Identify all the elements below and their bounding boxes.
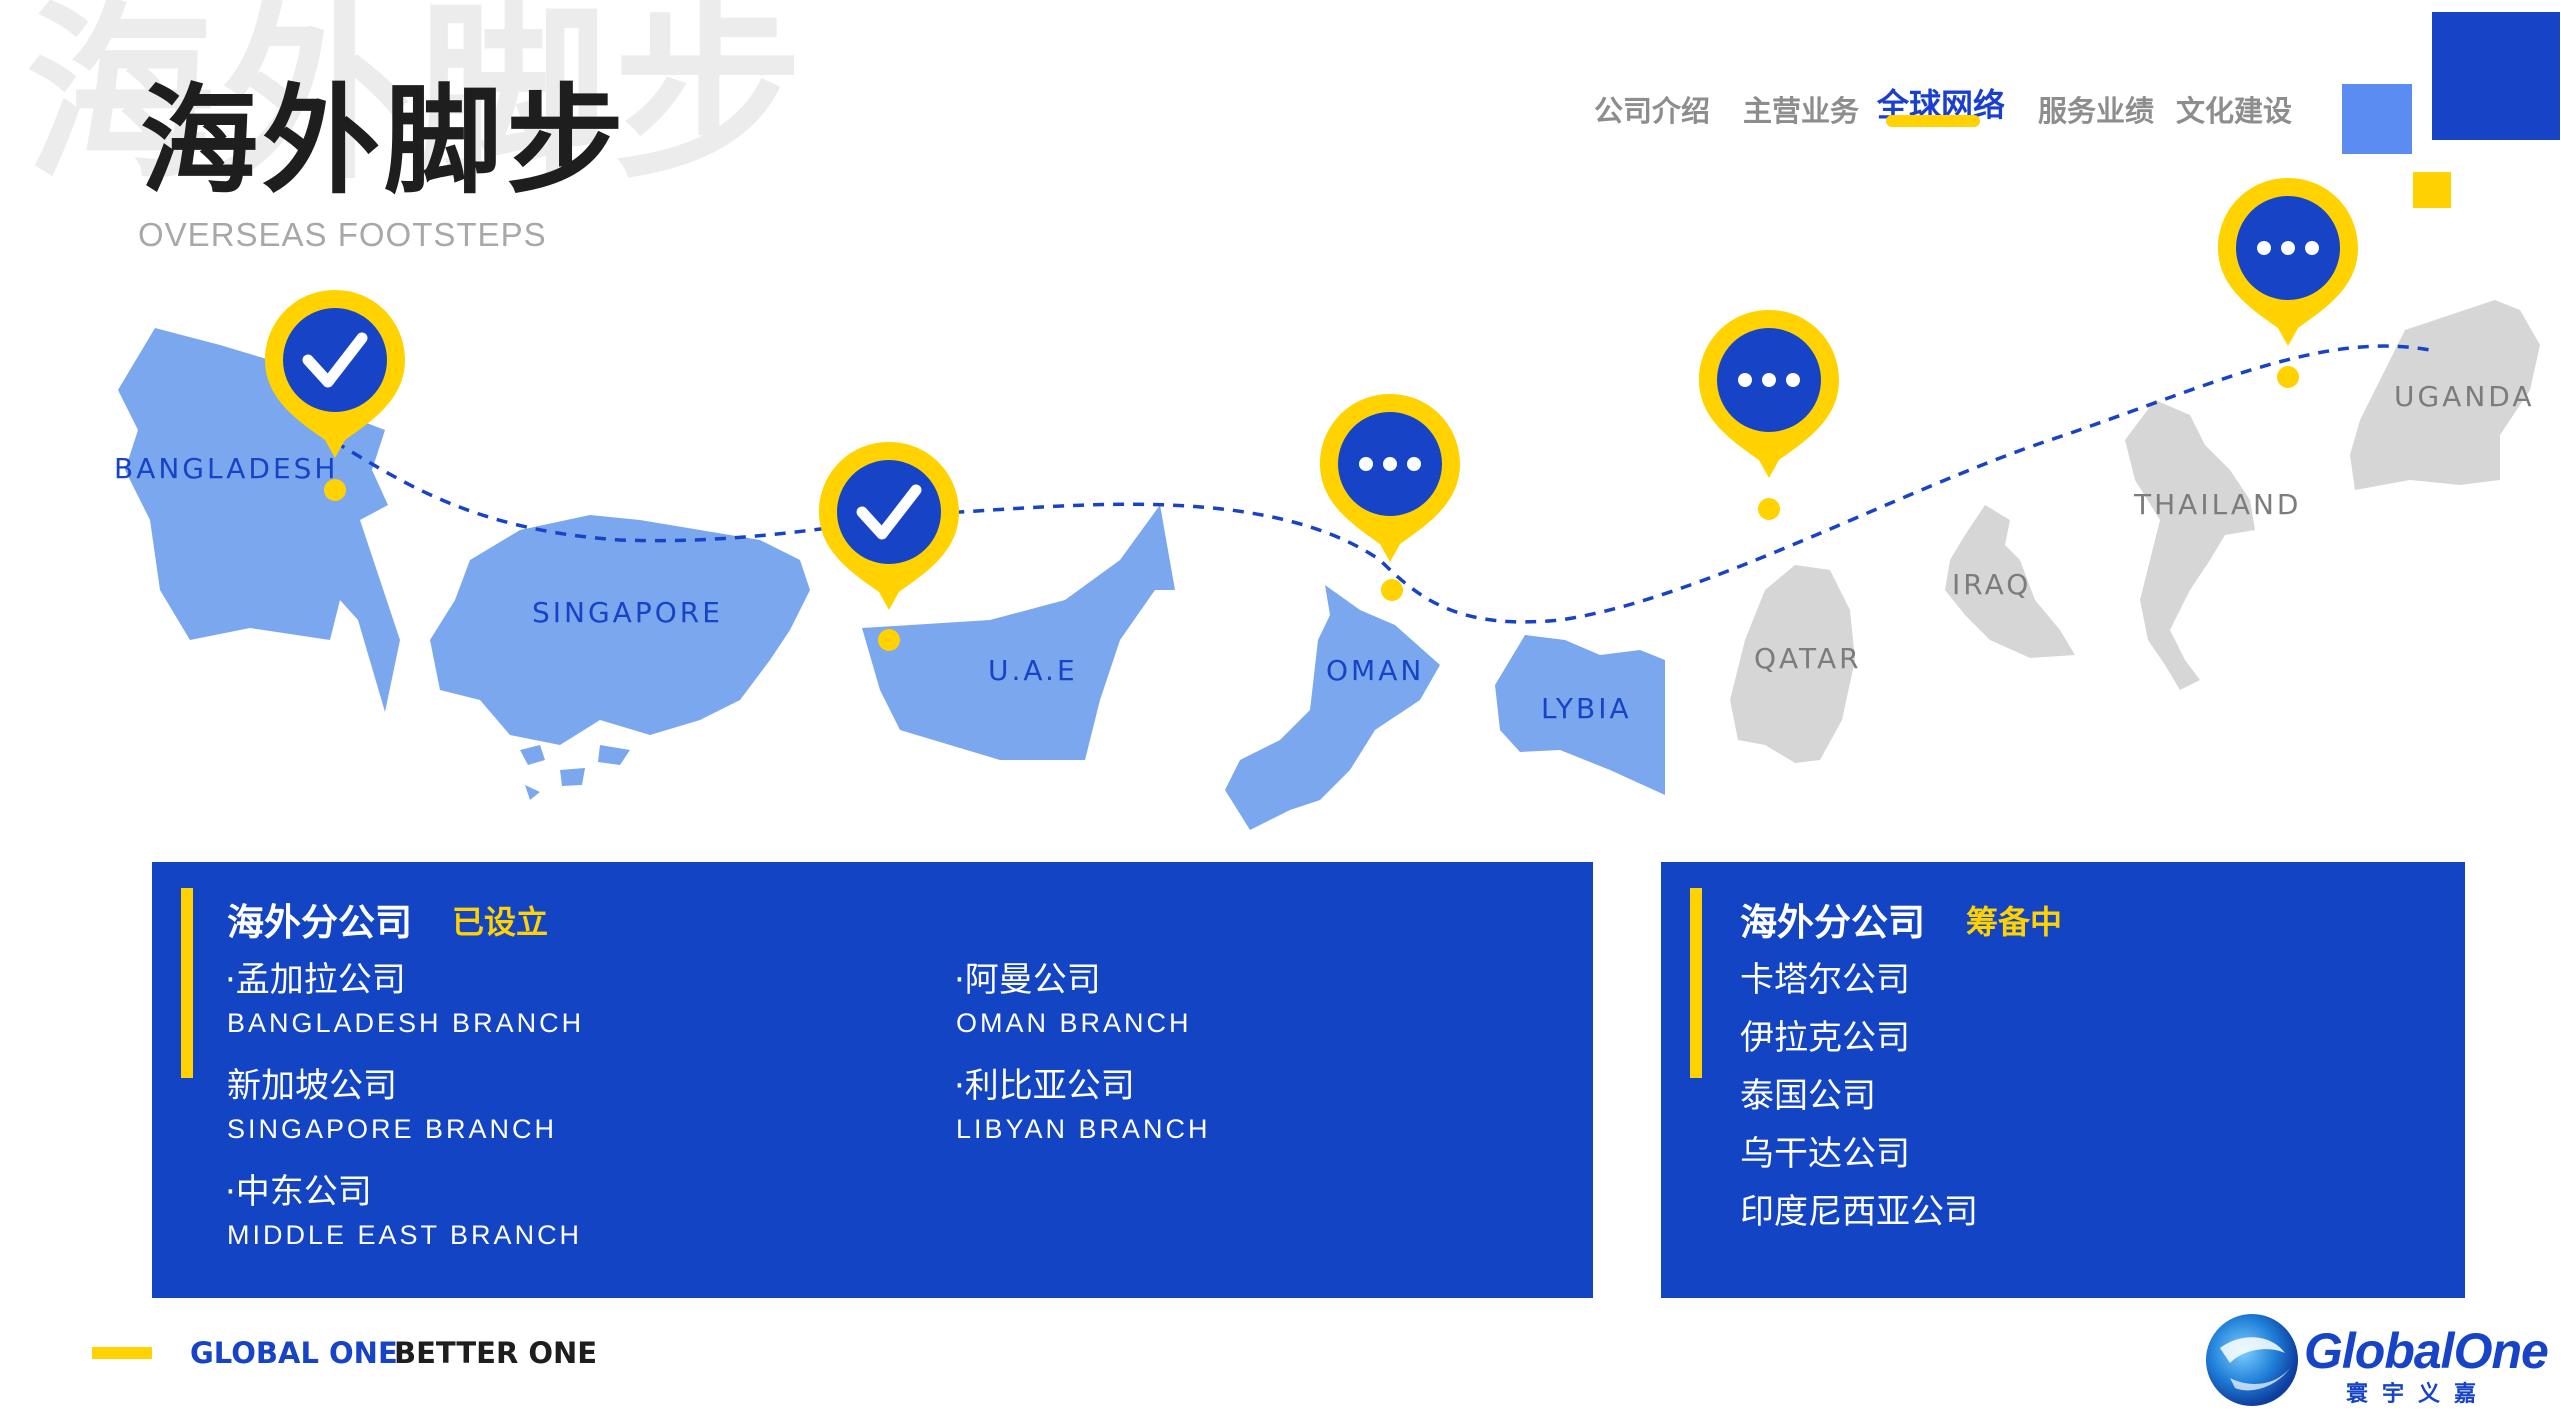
branch-cn-bangladesh: ·孟加拉公司: [225, 960, 406, 1000]
nav-item-culture[interactable]: 文化建设: [2176, 94, 2293, 128]
branch-cn-qatar: 卡塔尔公司: [1740, 960, 1910, 1000]
country-shape-singapore-islands: [520, 745, 630, 800]
established-status: 已设立: [452, 903, 549, 941]
pin-bangladesh: [265, 290, 405, 458]
page-subtitle: OVERSEAS FOOTSTEPS: [138, 216, 547, 253]
accent-bar: [181, 888, 193, 1078]
label-oman: OMAN: [1326, 654, 1425, 687]
route-line: [334, 344, 2431, 624]
branch-en-bangladesh: BANGLADESH BRANCH: [227, 1008, 585, 1038]
more-icon: [1359, 457, 1421, 471]
country-shape-iraq: [1945, 505, 2075, 658]
branch-cn-singapore: 新加坡公司: [227, 1066, 397, 1106]
pin-oman: [1320, 394, 1460, 562]
preparing-status: 筹备中: [1966, 903, 2063, 941]
branch-en-libya: LIBYAN BRANCH: [956, 1114, 1211, 1144]
more-icon: [2257, 241, 2319, 255]
pin-qatar: [1699, 310, 1839, 478]
title-watermark: 海外脚步: [25, 0, 810, 205]
branch-cn-thailand: 泰国公司: [1740, 1076, 1876, 1116]
slogan-global-one: GLOBAL ONE: [190, 1336, 398, 1370]
country-shape-lybia: [1495, 635, 1665, 795]
logo-wordmark: GlobalOne: [2304, 1323, 2549, 1379]
check-icon: [856, 484, 922, 540]
globe-icon: [2206, 1314, 2298, 1406]
label-bangladesh: BANGLADESH: [114, 452, 339, 485]
branch-cn-middle-east: ·中东公司: [225, 1172, 372, 1212]
decor-square-small: [2413, 172, 2451, 208]
established-heading: 海外分公司: [227, 901, 412, 944]
label-qatar: QATAR: [1754, 642, 1862, 675]
accent-bar: [1690, 888, 1702, 1078]
branch-cn-libya: ·利比亚公司: [954, 1066, 1135, 1106]
route-dot-bangladesh: [324, 479, 346, 501]
branch-cn-iraq: 伊拉克公司: [1740, 1018, 1910, 1058]
label-uganda: UGANDA: [2394, 380, 2535, 413]
country-shape-uae: [862, 505, 1175, 760]
country-shape-qatar: [1730, 565, 1855, 763]
nav-item-main-business[interactable]: 主营业务: [1743, 94, 1860, 128]
preparing-branches-panel: 海外分公司 筹备中 卡塔尔公司 伊拉克公司 泰国公司 乌干达公司 印度尼西亚公司: [1661, 862, 2465, 1298]
world-footsteps-map: [118, 178, 2540, 830]
more-icon: [1738, 373, 1800, 387]
preparing-heading: 海外分公司: [1740, 901, 1925, 944]
route-dot-uganda: [2277, 366, 2299, 388]
country-shape-uganda: [2350, 300, 2540, 490]
nav-active-indicator: [1886, 115, 1980, 127]
page-title: 海外脚步: [140, 72, 629, 210]
slogan-accent-bar: [92, 1347, 152, 1359]
country-shape-singapore: [430, 515, 810, 745]
branch-cn-indonesia: 印度尼西亚公司: [1740, 1192, 1978, 1232]
label-singapore: SINGAPORE: [532, 596, 723, 629]
label-uae: U.A.E: [988, 654, 1078, 687]
route-dot-qatar: [1758, 498, 1780, 520]
route-dot-oman: [1381, 579, 1403, 601]
branch-en-singapore: SINGAPORE BRANCH: [227, 1114, 558, 1144]
pin-uganda: [2218, 178, 2358, 346]
country-shape-thailand: [2125, 400, 2255, 690]
route-dot-singapore: [878, 629, 900, 651]
branch-cn-uganda: 乌干达公司: [1740, 1134, 1910, 1174]
label-lybia: LYBIA: [1541, 692, 1632, 725]
established-branches-panel: 海外分公司 已设立 ·孟加拉公司 BANGLADESH BRANCH 新加坡公司…: [152, 862, 1593, 1298]
branch-en-middle-east: MIDDLE EAST BRANCH: [227, 1220, 583, 1250]
check-icon: [302, 332, 368, 388]
globalone-logo: [2206, 1314, 2298, 1406]
slogan-better-one: BETTER ONE: [394, 1336, 598, 1370]
branch-en-oman: OMAN BRANCH: [956, 1008, 1192, 1038]
decor-square-medium: [2342, 84, 2412, 154]
branch-cn-oman: ·阿曼公司: [954, 960, 1101, 1000]
label-iraq: IRAQ: [1952, 568, 2032, 601]
decor-square-large: [2432, 12, 2560, 140]
logo-cn-name: 寰宇义嘉: [2346, 1382, 2491, 1407]
pin-singapore: [819, 442, 959, 610]
nav-item-service-performance[interactable]: 服务业绩: [2038, 94, 2155, 128]
nav-item-company-intro[interactable]: 公司介绍: [1594, 94, 1711, 128]
label-thailand: THAILAND: [2134, 488, 2302, 521]
country-shape-oman: [1225, 585, 1440, 830]
